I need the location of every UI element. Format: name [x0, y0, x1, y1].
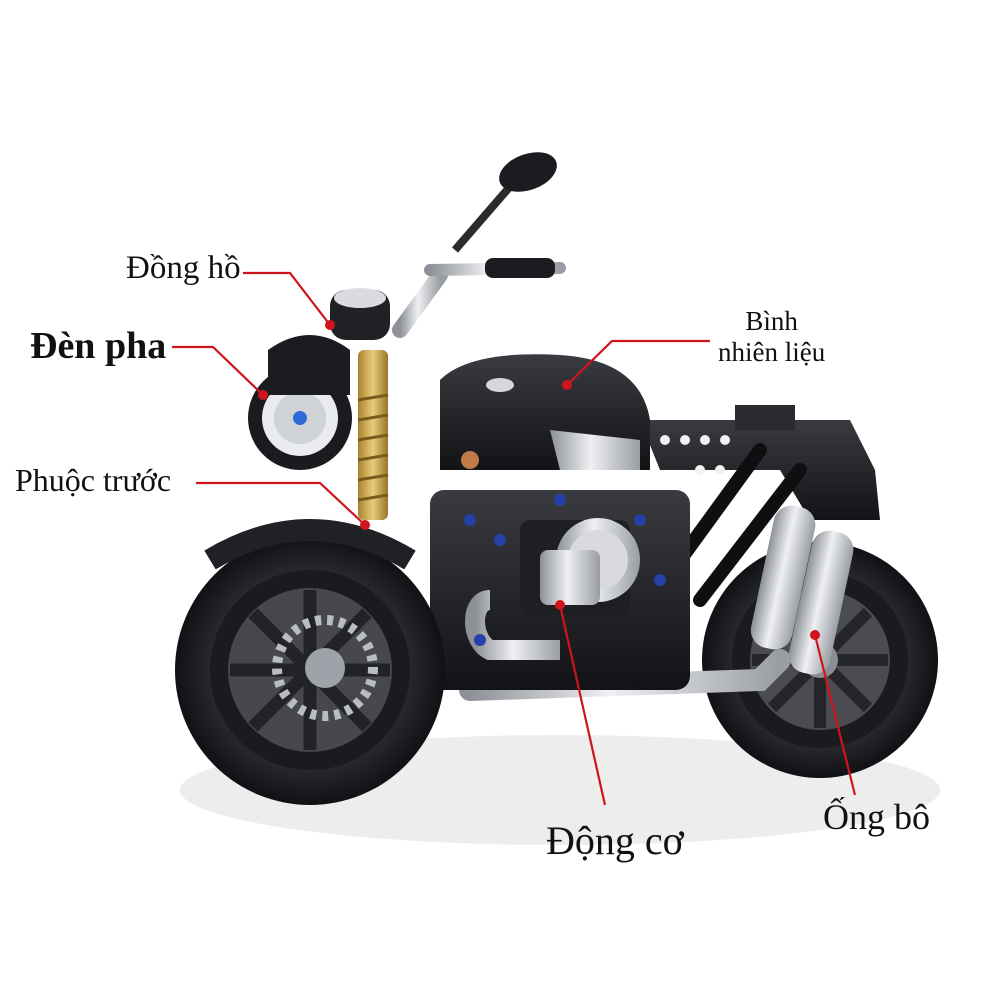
handlebars [392, 152, 566, 338]
leader-dong-co [558, 604, 607, 806]
label-binh-nhien-lieu: Bình nhiên liệu [718, 306, 825, 368]
leader-lines [172, 271, 857, 806]
dot-binh-nhien-lieu [562, 380, 572, 390]
leader-dots [258, 320, 820, 640]
dot-ong-bo [810, 630, 820, 640]
leader-dong-ho [243, 271, 331, 326]
dot-den-pha [258, 390, 268, 400]
dot-dong-co [555, 600, 565, 610]
rear-frame [640, 405, 880, 607]
leader-den-pha [172, 345, 264, 396]
leader-phuoc-truoc [196, 481, 366, 526]
dot-phuoc-truoc [360, 520, 370, 530]
label-phuoc-truoc: Phuộc trước [15, 462, 172, 498]
leader-ong-bo [813, 634, 857, 796]
label-binh-line2: nhiên liệu [718, 337, 826, 368]
front-wheel [175, 519, 445, 805]
label-den-pha: Đèn pha [30, 325, 167, 367]
label-dong-ho: Đồng hồ [126, 250, 241, 286]
headlight-assembly [248, 335, 352, 470]
instrument-gauge [330, 288, 390, 340]
dot-dong-ho [325, 320, 335, 330]
engine-block [430, 490, 690, 690]
label-ong-bo: Ống bô [823, 797, 930, 837]
fuel-tank [440, 354, 650, 470]
label-binh-line1: Bình [745, 306, 798, 336]
leader-binh-nhien-lieu [566, 339, 710, 386]
label-dong-co: Động cơ [546, 818, 684, 863]
